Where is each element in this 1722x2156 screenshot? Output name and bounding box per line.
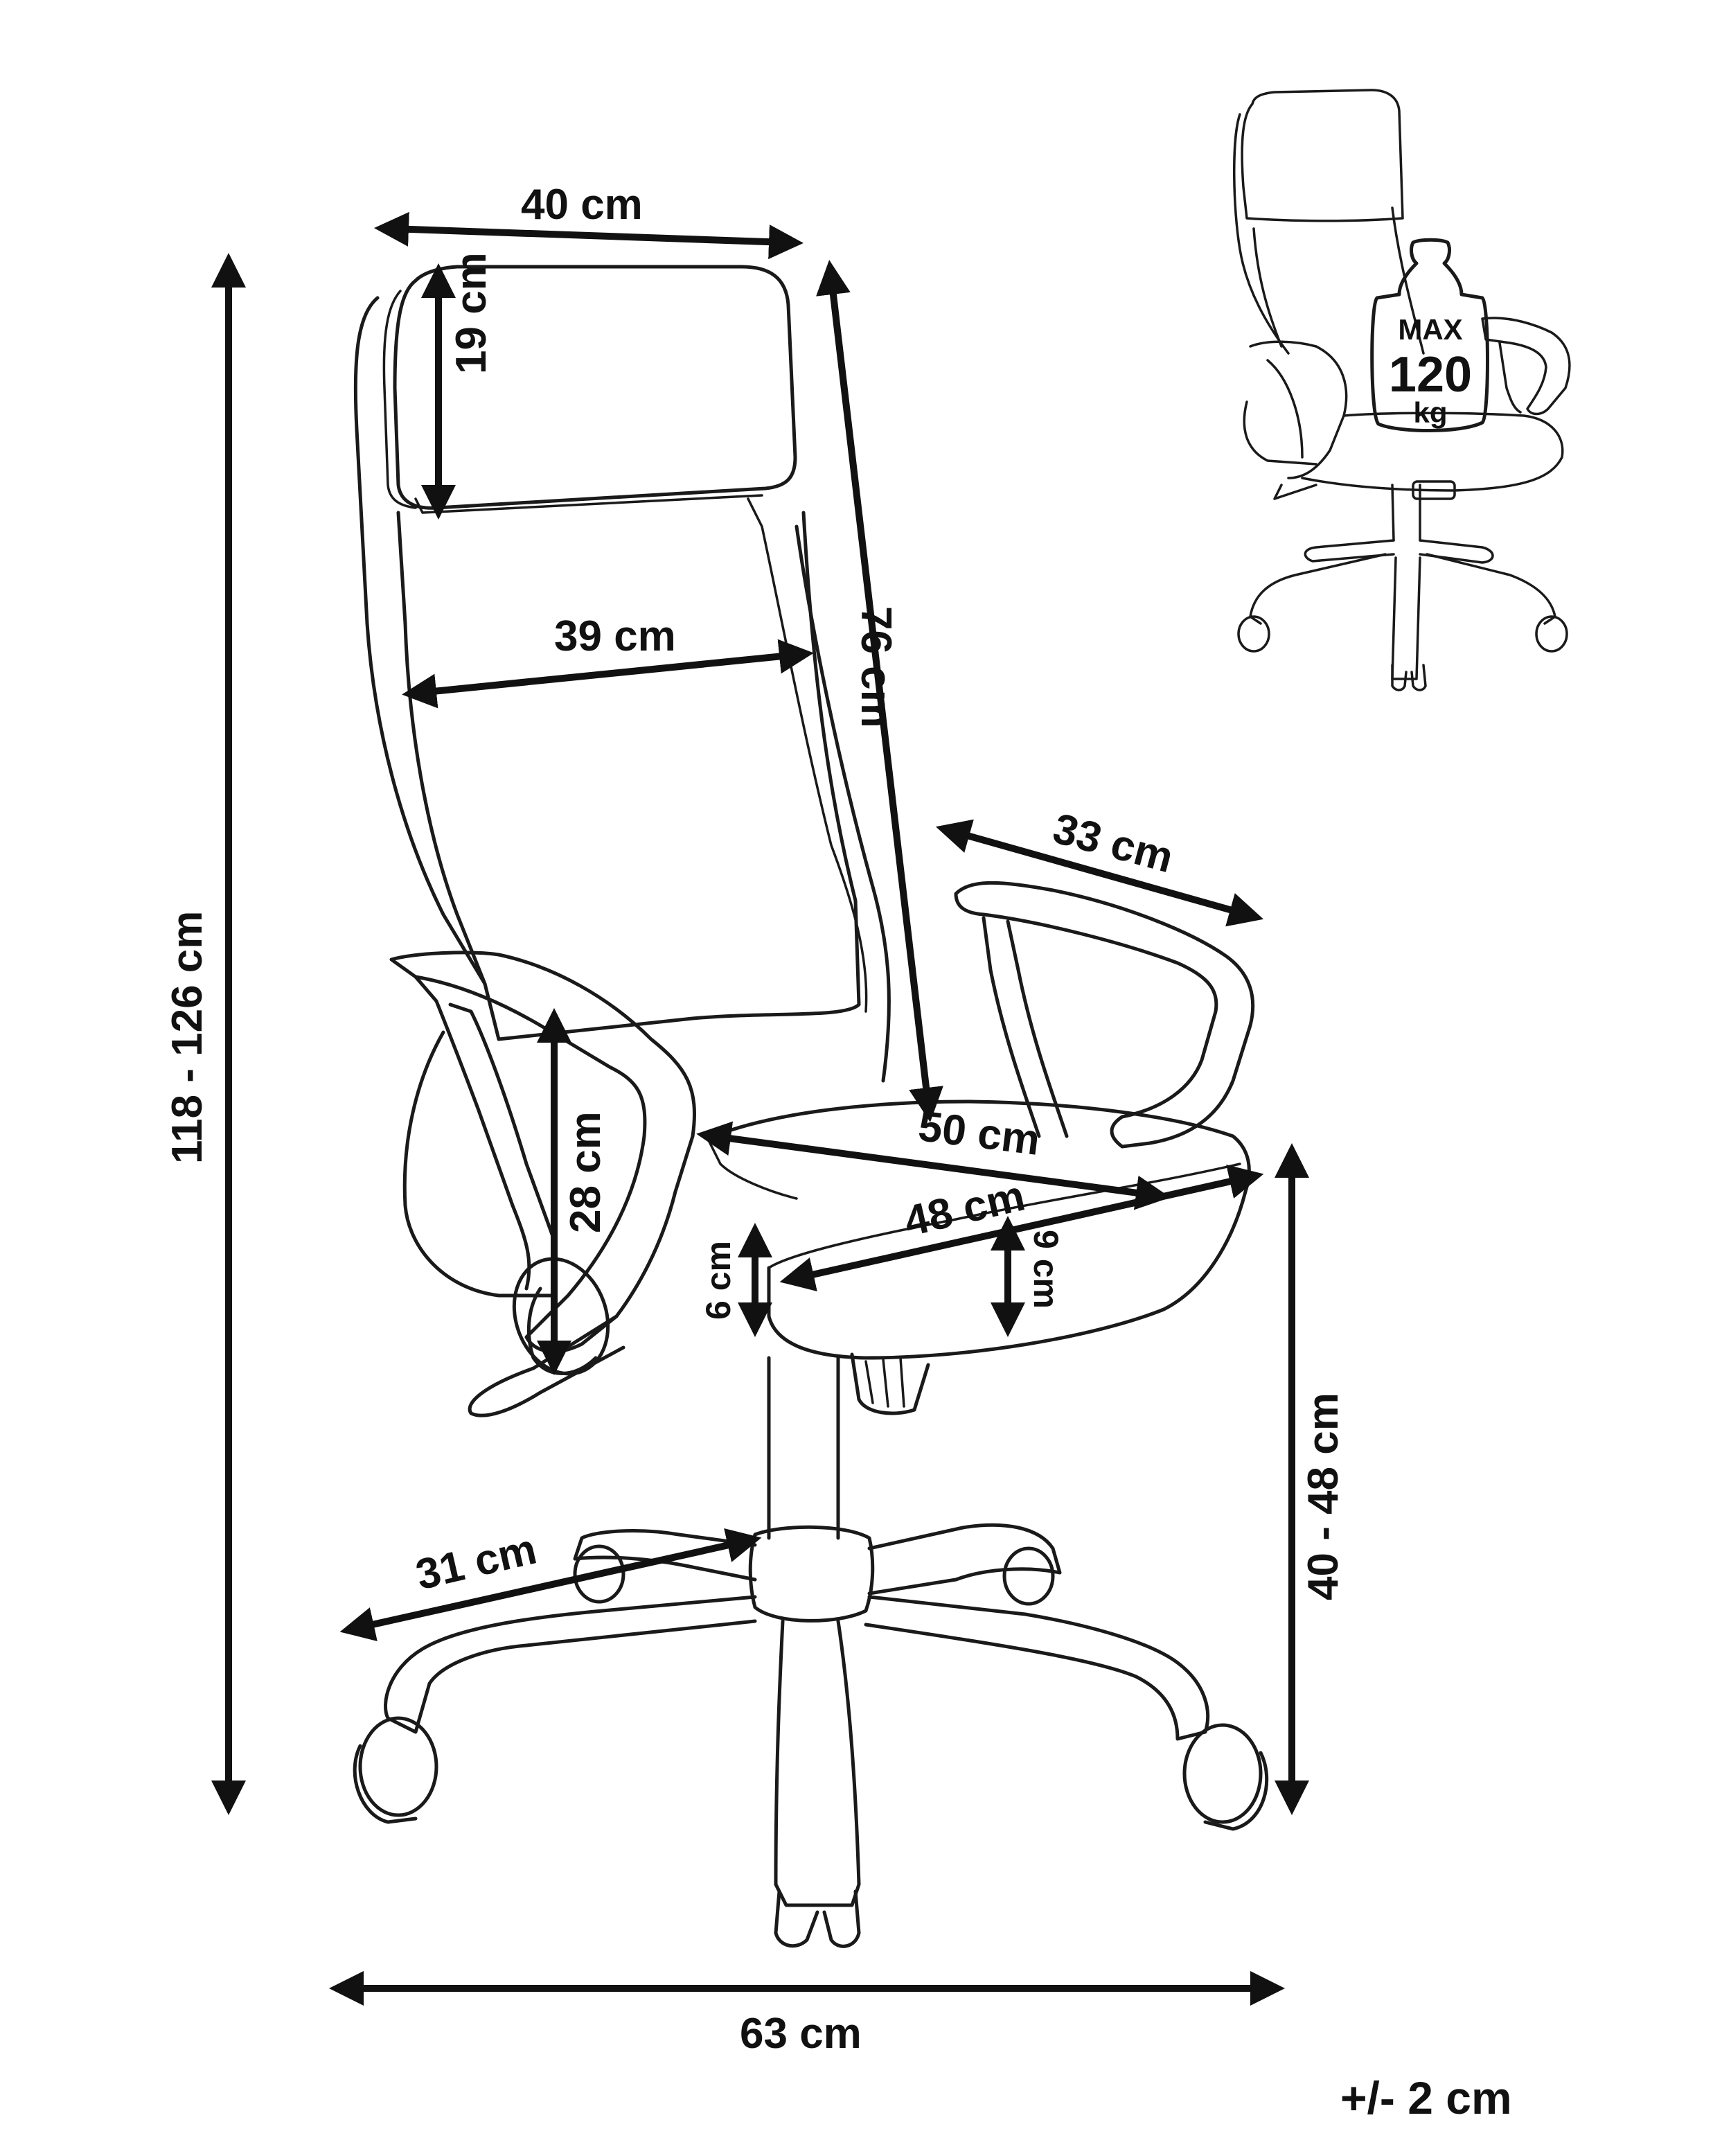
label-headrest-height: 19 cm [447,252,495,374]
badge-unit: kg [1413,396,1448,429]
tolerance-note: +/- 2 cm [1340,2072,1512,2123]
base-hub [748,1525,875,1623]
label-headrest-width: 40 cm [521,181,643,229]
caster-back-right [1002,1546,1055,1606]
arrow-armrest-length [935,819,1264,927]
weight-kettlebell [1370,238,1489,432]
lift-paddle [468,1314,625,1417]
label-total-height: 118 - 126 cm [163,910,211,1164]
inset-chair [1232,89,1571,691]
arrow-backrest-width [402,639,814,709]
left-armrest [389,951,696,1354]
label-seat-thickness-back: 9 cm [1027,1230,1065,1309]
headrest [393,265,797,510]
label-seat-thickness-front: 6 cm [699,1241,738,1320]
caster-left [358,1716,438,1817]
label-backrest-height: 76 cm [852,606,900,728]
label-armrest-height: 28 cm [562,1111,610,1233]
caster-front [774,1889,819,1948]
backrest-frame [353,296,487,986]
caster-right [1182,1723,1263,1824]
backrest-mesh [396,511,861,1041]
badge-max: MAX [1398,313,1463,346]
arrow-headrest-width [374,211,804,260]
badge-value: 120 [1388,347,1473,403]
label-seat-height: 40 - 48 cm [1299,1393,1347,1600]
arrow-backrest-height [816,260,943,1122]
label-base-width: 63 cm [740,2010,862,2058]
dimension-arrows [211,211,1309,2006]
label-backrest-width: 39 cm [554,612,676,660]
main-chair [353,265,1269,1948]
arrow-leg-length [339,1528,762,1641]
